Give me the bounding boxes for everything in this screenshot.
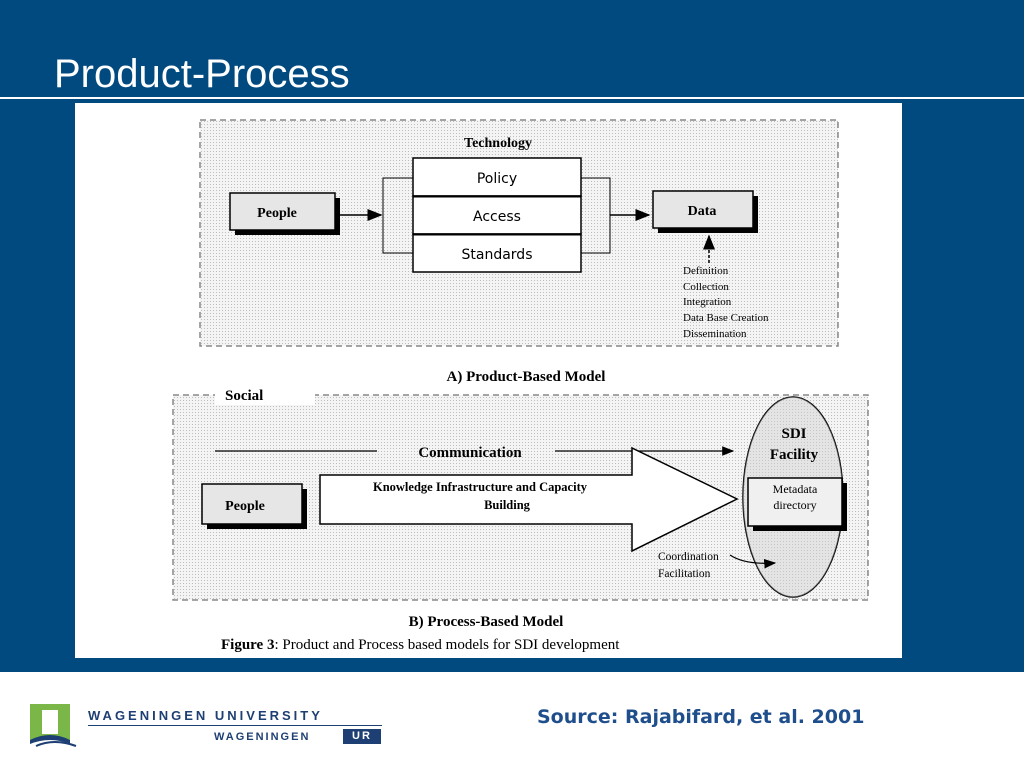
title-divider	[0, 97, 1024, 99]
standards-box	[412, 233, 582, 273]
facilitation-label: Facilitation	[658, 568, 711, 580]
social-label-background	[215, 383, 315, 405]
product-model-caption: A) Product-Based Model	[447, 369, 606, 385]
figure-caption-text: : Product and Process based models for S…	[274, 637, 620, 653]
logo-line2: WAGENINGEN	[214, 731, 311, 743]
standards-label: Standards	[462, 247, 533, 263]
policy-label: Policy	[477, 171, 517, 187]
people-box-process	[201, 483, 303, 525]
wageningen-logo-icon	[30, 704, 77, 747]
knowledge-arrow-label-line2: Building	[484, 498, 531, 512]
activity-item: Dissemination	[683, 328, 747, 340]
communication-label: Communication	[418, 445, 522, 461]
sdi-models-diagram: Technology People Policy Access Standard…	[172, 119, 869, 653]
people-box	[229, 192, 336, 231]
coordination-arrow	[729, 554, 777, 569]
technology-label: Technology	[464, 136, 532, 151]
sdi-label-line2: Facility	[770, 447, 819, 463]
people-label: People	[257, 206, 297, 221]
social-label: Social	[225, 388, 263, 404]
metadata-label-line1: Metadata	[773, 482, 818, 496]
logo-divider	[88, 725, 382, 726]
process-model-caption: B) Process-Based Model	[409, 614, 564, 630]
metadata-directory-box	[747, 477, 843, 527]
activity-item: Collection	[683, 281, 729, 293]
data-box	[652, 190, 754, 229]
metadata-label-line2: directory	[773, 498, 816, 512]
source-citation: Source: Rajabifard, et al. 2001	[537, 706, 865, 728]
knowledge-arrow-label-line1: Knowledge Infrastructure and Capacity	[373, 480, 588, 494]
data-label: Data	[688, 204, 717, 219]
knowledge-infrastructure-arrow	[319, 446, 739, 553]
people-label-process: People	[225, 499, 265, 514]
logo-badge: UR	[343, 729, 381, 744]
left-bracket	[382, 177, 413, 254]
coordination-label: Coordination	[658, 551, 719, 563]
policy-box	[412, 157, 582, 197]
activity-item: Integration	[683, 296, 732, 308]
figure-panel: Technology People Policy Access Standard…	[75, 103, 902, 658]
activity-item: Definition	[683, 265, 729, 277]
activity-item: Data Base Creation	[683, 312, 769, 324]
logo-line1: WAGENINGEN UNIVERSITY	[88, 708, 323, 723]
figure-caption-number: Figure 3	[221, 637, 274, 653]
slide-title: Product-Process	[54, 52, 350, 96]
access-label: Access	[473, 209, 521, 225]
sdi-label-line1: SDI	[781, 426, 806, 442]
figure-caption: Figure 3: Product and Process based mode…	[221, 637, 620, 653]
